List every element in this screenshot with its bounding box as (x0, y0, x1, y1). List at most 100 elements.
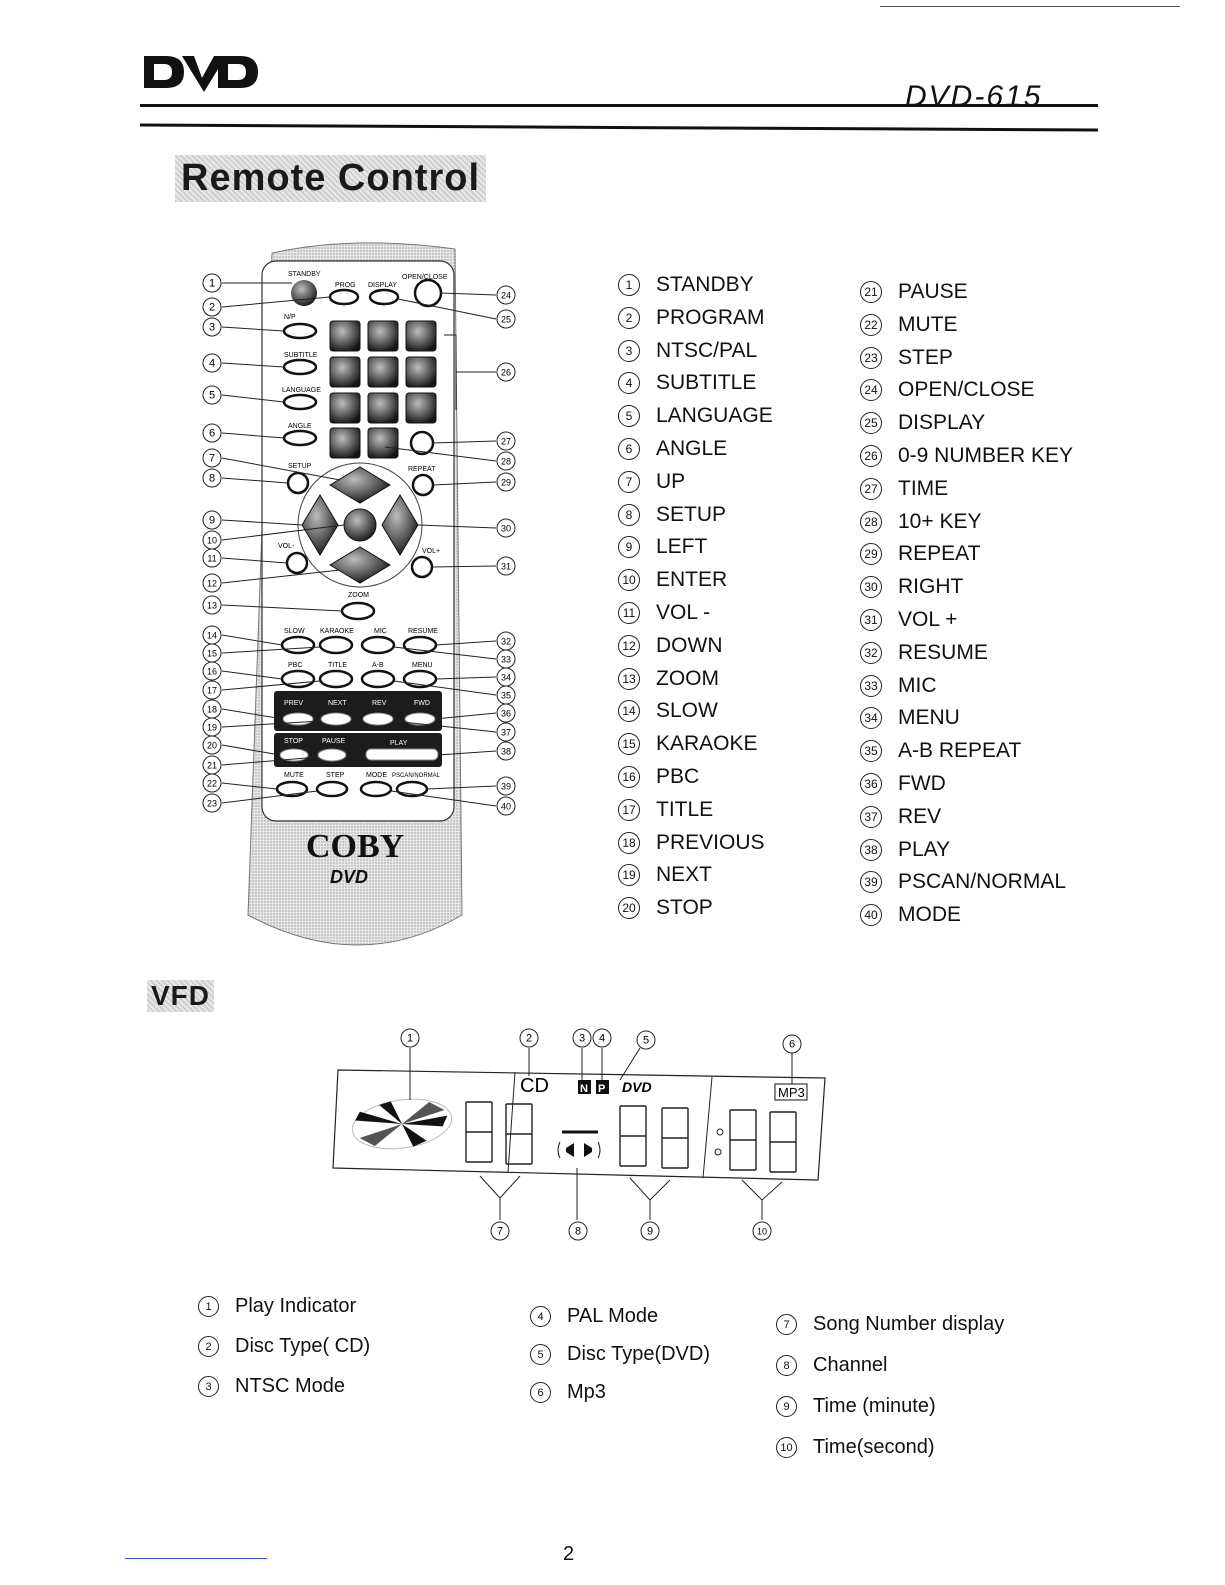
key-label-menu: MENU (412, 662, 433, 669)
callout-number: 2 (526, 1033, 532, 1045)
legend-label: STEP (898, 345, 953, 369)
callout-number: 13 (207, 601, 217, 611)
callout-circle (202, 661, 222, 681)
legend-label: ENTER (656, 568, 728, 592)
callout-circle (568, 1221, 588, 1241)
callout-circle (202, 448, 222, 468)
legend-label: SETUP (656, 502, 727, 526)
legend-number: 32 (860, 641, 882, 664)
legend-number: 27 (860, 477, 882, 500)
legend-number: 40 (860, 904, 882, 927)
legend-number: 9 (776, 1396, 797, 1417)
legend-number: 34 (860, 707, 882, 730)
legend-number: 23 (860, 346, 882, 369)
legend-label: TITLE (656, 797, 714, 821)
callout-circle (202, 773, 222, 793)
legend-number: 1 (198, 1296, 219, 1317)
callout-circle (202, 510, 222, 530)
callout-circle (202, 297, 222, 317)
legend-item: 35 A-B REPEAT (860, 739, 1021, 763)
callout-number: 11 (207, 554, 216, 564)
key-label-pause: PAUSE (322, 738, 346, 745)
key-label-pbc: PBC (288, 662, 302, 669)
callout-number: 25 (501, 315, 511, 325)
key-label-mute: MUTE (284, 772, 304, 779)
callout-number: 12 (207, 579, 217, 589)
callout-number: 14 (207, 631, 217, 641)
dvd-logo (144, 56, 258, 92)
callout-number: 9 (209, 515, 215, 527)
callout-circle (496, 518, 516, 538)
legend-label: Play Indicator (235, 1295, 357, 1317)
callout-circle (592, 1028, 612, 1048)
callout-circle (202, 317, 222, 337)
callout-number: 20 (207, 741, 217, 751)
legend-number: 8 (776, 1355, 797, 1376)
callout-number: 10 (757, 1227, 767, 1237)
legend-label: KARAOKE (656, 732, 758, 756)
callout-circle (752, 1221, 772, 1241)
callout-circle (640, 1221, 660, 1241)
legend-number: 8 (618, 503, 640, 526)
footer-link-line (125, 1558, 267, 1559)
legend-number: 4 (530, 1306, 551, 1327)
legend-number: 6 (530, 1382, 551, 1403)
key-label-ab: A-B (372, 662, 384, 669)
seven-segment-digit (505, 1103, 533, 1165)
callout-number: 6 (789, 1039, 795, 1051)
callout-number: 8 (209, 473, 215, 485)
vfd-label-n: N (580, 1083, 588, 1095)
legend-item: 8 Channel (776, 1354, 888, 1377)
legend-number: 35 (860, 740, 882, 763)
legend-number: 6 (618, 438, 640, 460)
callout-circle (496, 556, 516, 576)
header-rule-lower (140, 123, 1098, 132)
callout-circle (636, 1030, 656, 1050)
legend-number: 38 (860, 838, 882, 861)
legend-number: 14 (618, 700, 640, 723)
legend-number: 7 (618, 470, 640, 493)
callout-number: 37 (501, 728, 511, 738)
legend-number: 7 (776, 1314, 797, 1335)
key-label-karaoke: KARAOKE (320, 628, 354, 635)
key-label-vol-minus: VOL- (278, 543, 295, 550)
callout-circle (202, 595, 222, 615)
callout-circle (202, 735, 222, 755)
legend-label: RIGHT (898, 575, 964, 599)
header-rule (140, 104, 1098, 107)
vfd-label-dvd: DVD (622, 1079, 652, 1095)
callout-number: 2 (209, 302, 215, 314)
legend-label: ZOOM (656, 666, 719, 690)
key-label-prog: PROG (335, 282, 356, 289)
legend-label: Channel (813, 1354, 888, 1376)
key-label-rev: REV (372, 700, 387, 707)
callout-number: 39 (501, 782, 511, 792)
legend-label: A-B REPEAT (898, 739, 1022, 763)
key-label-play: PLAY (390, 740, 408, 747)
callout-number: 3 (209, 322, 215, 334)
legend-number: 17 (618, 798, 640, 821)
legend-number: 5 (618, 405, 640, 428)
section-title-vfd: VFD (147, 980, 214, 1012)
vfd-label-cd: CD (520, 1075, 549, 1097)
callout-number: 21 (207, 761, 217, 771)
legend-label: MIC (898, 673, 937, 697)
legend-number: 22 (860, 313, 882, 336)
legend-number: 1 (618, 274, 640, 296)
legend-label: STOP (656, 896, 713, 920)
callout-circle (496, 741, 516, 761)
seven-segment-digit (769, 1111, 797, 1173)
legend-label: Time(second) (813, 1436, 935, 1458)
callout-number: 40 (501, 802, 511, 812)
callout-circle (496, 451, 516, 471)
